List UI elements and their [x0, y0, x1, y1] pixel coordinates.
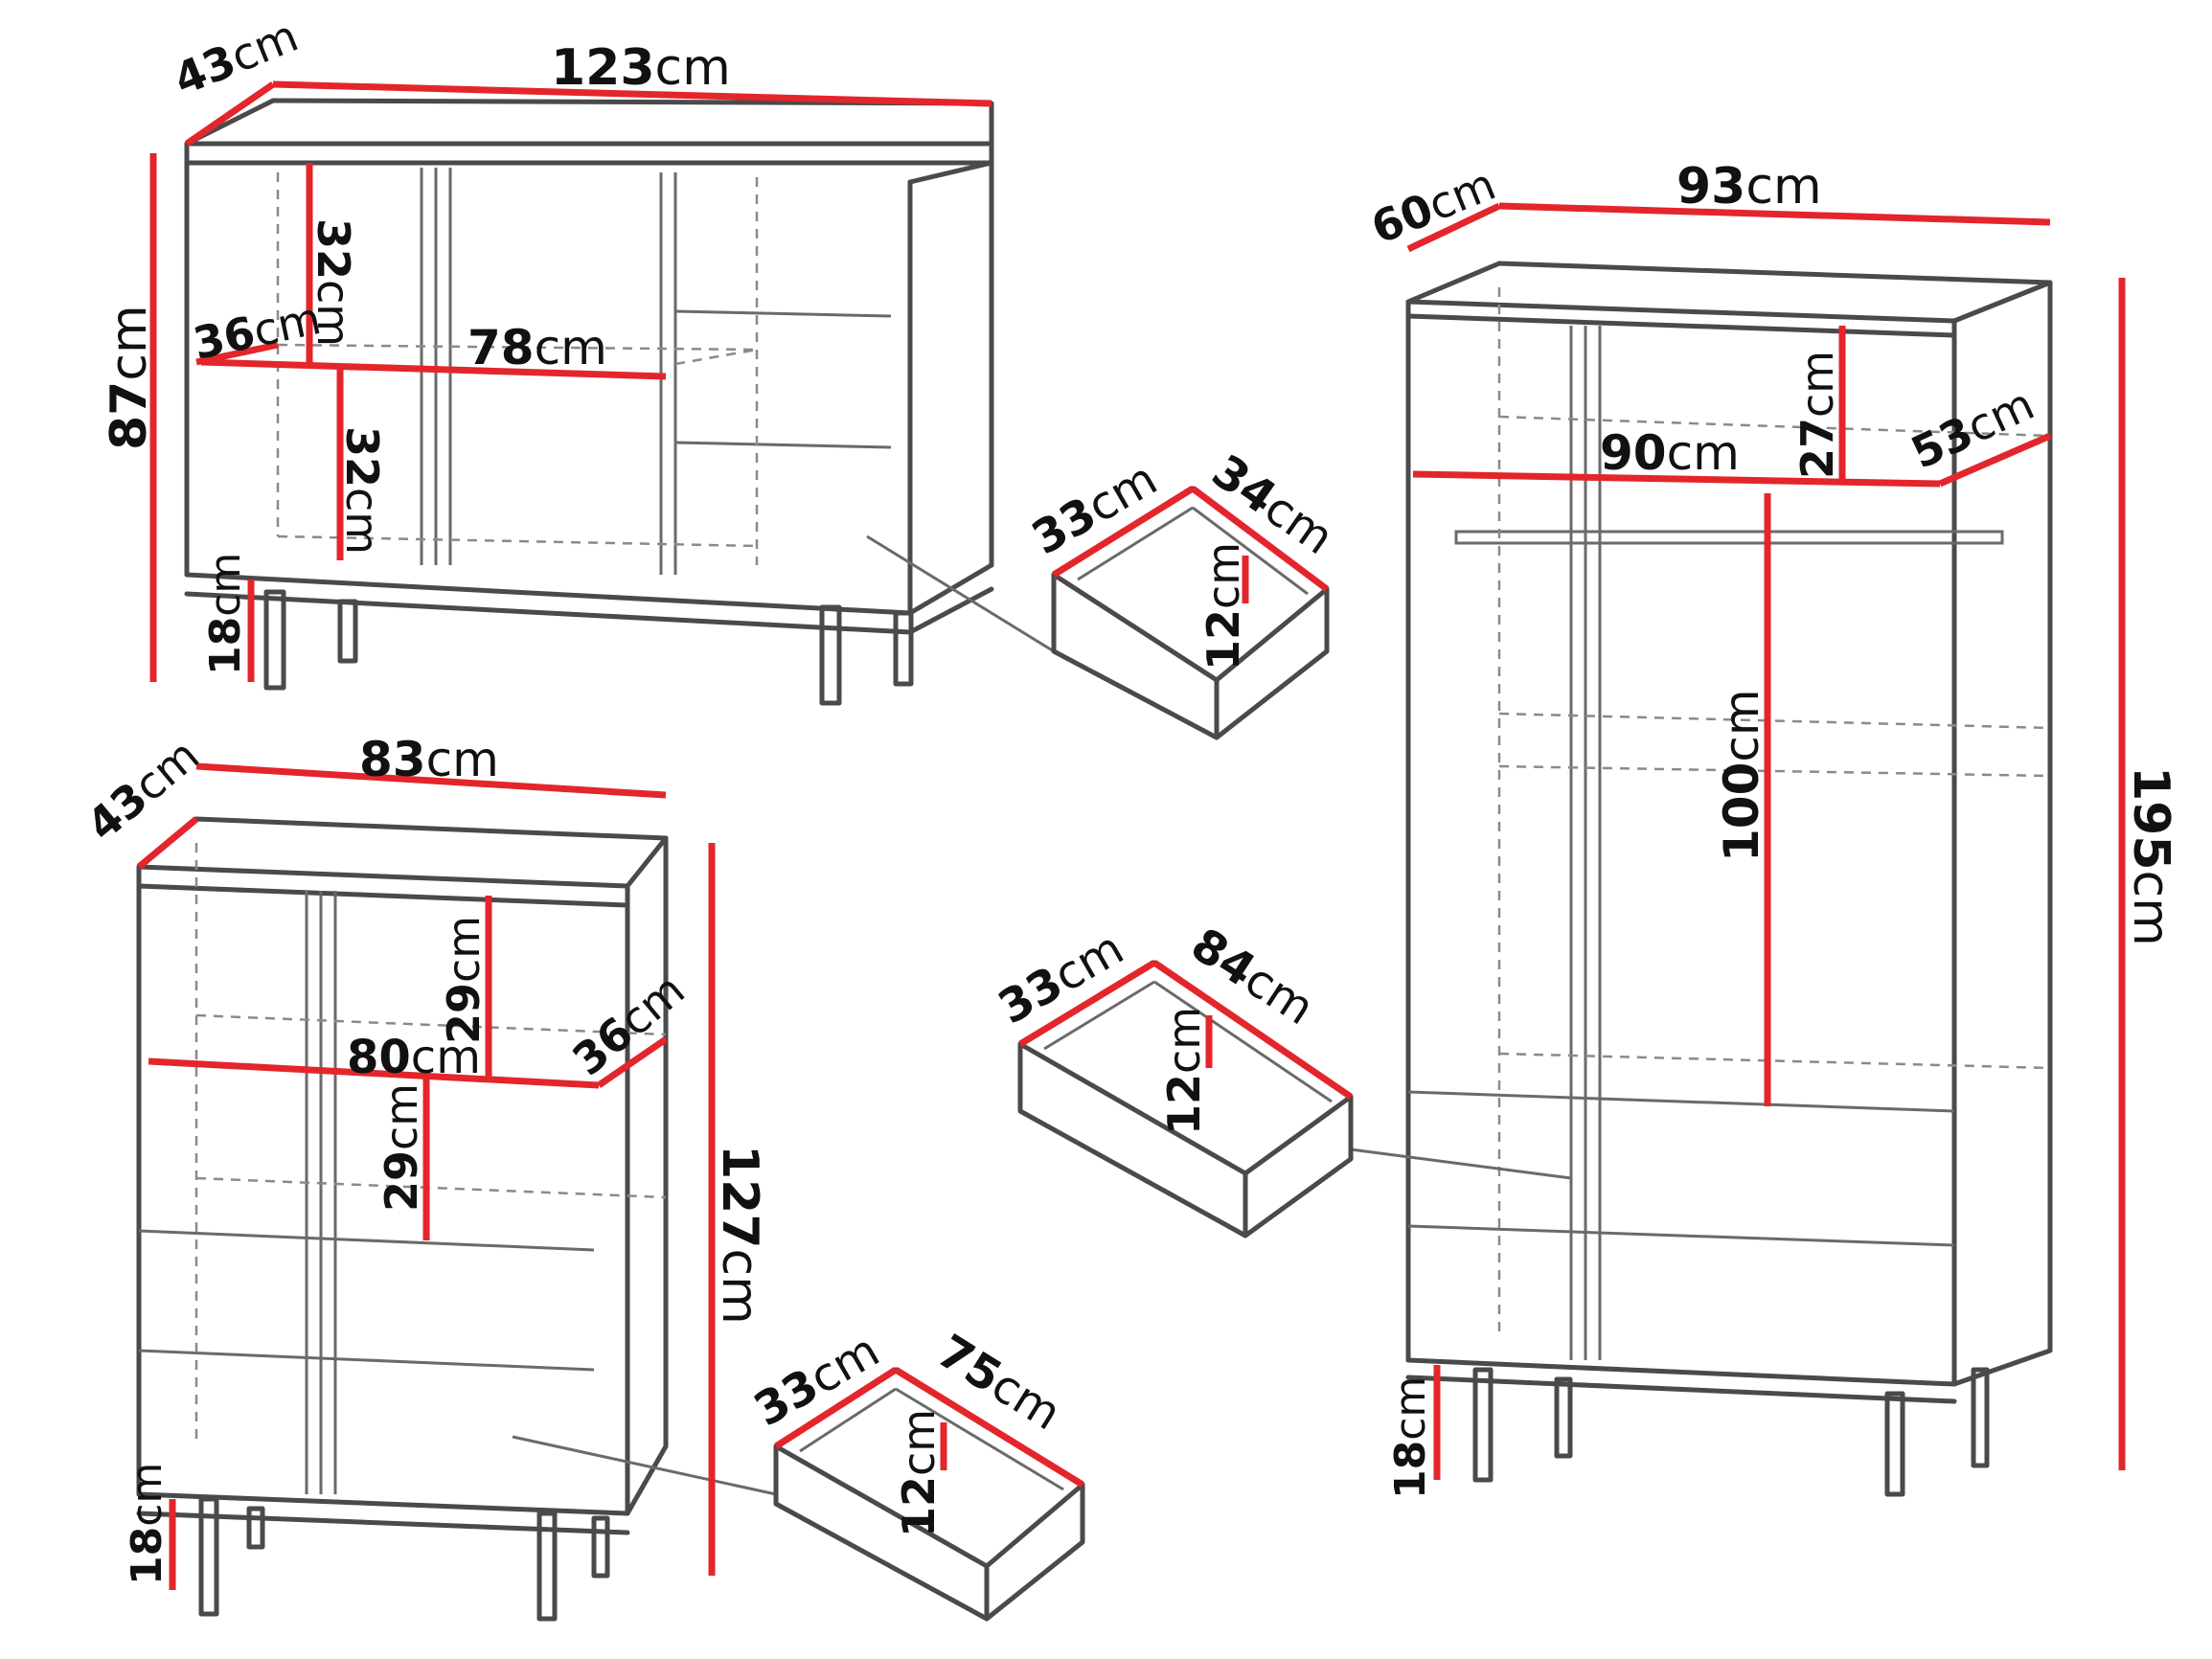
highboard-shelf-depth-line — [597, 1036, 668, 1088]
sideboard-drawer-height-label: 12cm — [1197, 542, 1249, 670]
wardrobe-inner-depth-line — [1938, 432, 2052, 488]
sideboard-upper-compartment-label: 32cm — [308, 218, 359, 347]
highboard-leg-label: 18cm — [123, 1463, 171, 1585]
wardrobe-width-label: 93cm — [1676, 158, 1822, 216]
sideboard-leg-label: 18cm — [201, 553, 250, 675]
wardrobe-drawer-height-label: 12cm — [1158, 1007, 1210, 1135]
highboard-shelf-width-label: 80cm — [347, 1031, 481, 1084]
sideboard-depth-label: 43cm — [167, 10, 306, 105]
highboard-drawer-width-line — [894, 1367, 1084, 1488]
wardrobe-hanging-height-label: 100cm — [1714, 689, 1769, 862]
wardrobe-drawing — [1350, 261, 2053, 1497]
dimension-lines — [136, 80, 2126, 1590]
highboard-width-label: 83cm — [359, 732, 499, 787]
highboard-drawing — [136, 816, 777, 1622]
highboard-drawer-depth-line — [774, 1367, 898, 1449]
highboard-lower-compartment-label: 29cm — [376, 1083, 427, 1212]
sideboard-drawing — [184, 98, 1055, 706]
sideboard-shelf-depth-label: 36cm — [189, 292, 325, 370]
sideboard-shelf-width-line — [200, 358, 667, 380]
wardrobe-leg-label: 18cm — [1386, 1376, 1435, 1499]
sideboard-drawer-width-line — [1190, 486, 1330, 592]
highboard-depth-line — [136, 816, 199, 870]
wardrobe-inner-width-label: 90cm — [1600, 425, 1740, 481]
highboard-depth-label: 43cm — [77, 729, 208, 852]
highboard-drawer-width-label: 75cm — [928, 1325, 1070, 1442]
highboard-shelf-width-line — [148, 1057, 600, 1089]
sideboard-drawer-depth-line — [1052, 486, 1195, 578]
wardrobe-drawer-width-line — [1152, 960, 1353, 1100]
highboard-drawer-height-label: 12cm — [893, 1409, 945, 1537]
sideboard-depth-line — [185, 81, 275, 147]
sideboard-lower-compartment-label: 32cm — [336, 426, 388, 555]
wardrobe-drawer-depth-line — [1018, 960, 1156, 1047]
wardrobe-width-line — [1498, 202, 2051, 226]
sideboard-width-label: 123cm — [551, 39, 731, 97]
sideboard-height-label: 87cm — [101, 305, 158, 450]
highboard-upper-compartment-label: 29cm — [438, 916, 490, 1044]
highboard-width-line — [195, 762, 667, 799]
sideboard-shelf-width-label: 78cm — [467, 320, 607, 375]
wardrobe-inner-width-line — [1412, 470, 1941, 488]
wardrobe-height-label: 195cm — [2122, 766, 2179, 946]
sideboard-width-line — [272, 80, 992, 107]
wardrobe-inner-depth-label: 53cm — [1904, 377, 2041, 479]
wardrobe-top-compartment-label: 27cm — [1791, 351, 1843, 479]
wardrobe-depth-line — [1406, 202, 1501, 253]
dimension-labels: 43cm 123cm 87cm 18cm 32cm 32cm 36cm 78cm… — [77, 10, 2179, 1585]
highboard-height-label: 127cm — [711, 1145, 768, 1325]
